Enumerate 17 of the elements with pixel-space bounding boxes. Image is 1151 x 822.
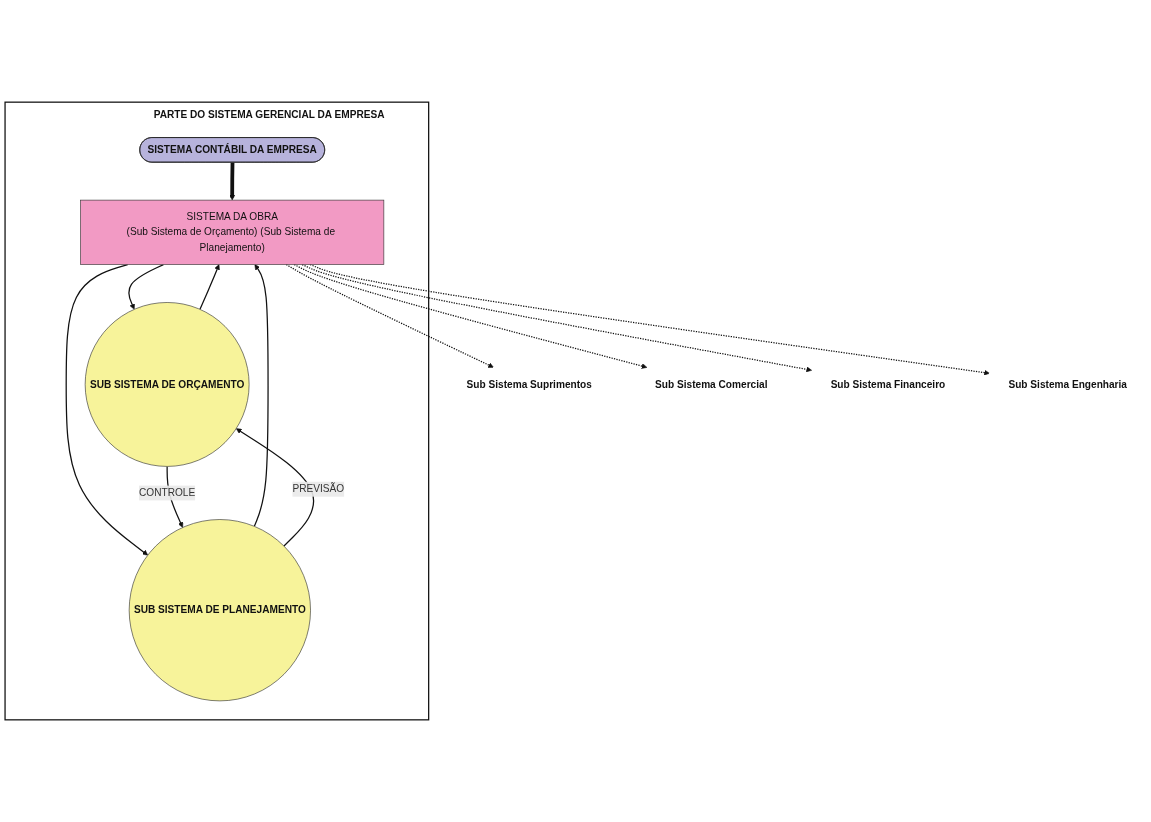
edge-label: PREVISÃO	[292, 483, 345, 495]
node-box: SISTEMA DA OBRA (Sub Sistema de Orçamento) (Sub Sistema de Planejamento)	[80, 199, 385, 265]
arrow	[309, 263, 990, 376]
node-text: Sub Sistema Engenharia	[1008, 378, 1127, 390]
arrow	[128, 263, 165, 310]
arrow	[229, 162, 235, 201]
arrow	[253, 264, 269, 527]
arrow	[65, 263, 148, 556]
node-circle: SUB SISTEMA DE ORÇAMENTO	[84, 302, 250, 467]
node-text: Sub Sistema Comercial	[655, 378, 768, 390]
edge-label: CONTROLE	[139, 487, 196, 499]
node-text: Sub Sistema Financeiro	[830, 378, 946, 390]
arrow	[235, 428, 315, 547]
arrow	[285, 263, 494, 368]
node-circle: SUB SISTEMA DE PLANEJAMENTO	[128, 519, 311, 702]
arrow	[199, 264, 220, 310]
node-text: Sub Sistema Suprimentos	[466, 378, 592, 390]
